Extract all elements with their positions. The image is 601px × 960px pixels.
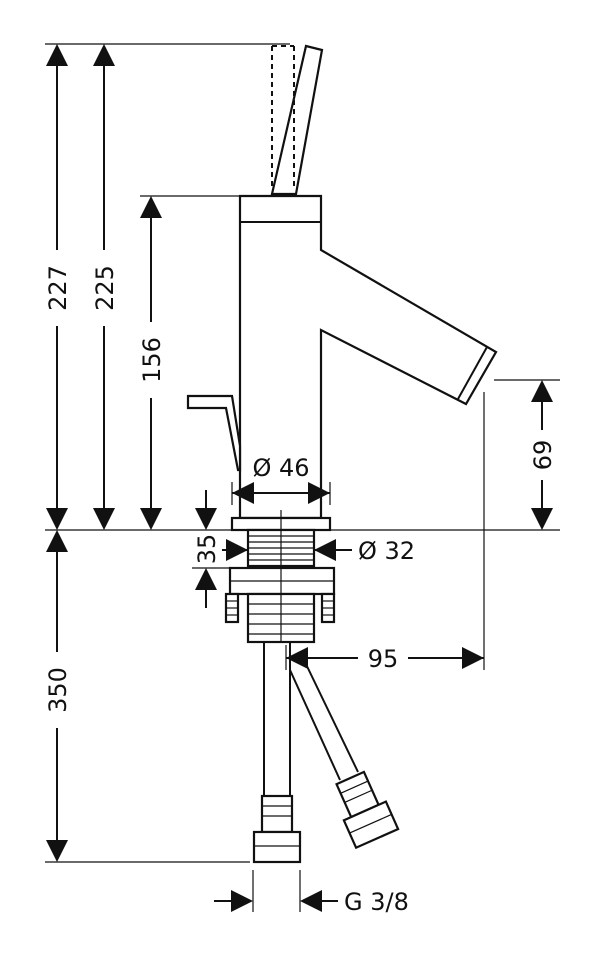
dimension-350-label: 350: [44, 667, 72, 713]
dimension-diameter-46: Ø 46: [232, 454, 330, 504]
mounting-assembly: [224, 510, 336, 644]
dimension-diameter-32: Ø 32: [222, 537, 415, 565]
dimension-350: 350: [42, 530, 72, 862]
dimension-69-label: 69: [529, 440, 557, 471]
dimension-95-label: 95: [368, 645, 399, 673]
dimension-thread-g38-label: G 3/8: [344, 888, 409, 916]
lever-handle: [270, 44, 324, 196]
dimension-35: 35: [193, 490, 221, 608]
dimension-95: 95: [286, 645, 484, 673]
dimension-69: 69: [527, 380, 557, 530]
dimension-thread-g38: G 3/8: [214, 888, 409, 916]
dimension-156-label: 156: [138, 337, 166, 383]
dimension-156: 156: [136, 196, 166, 530]
dimension-225-label: 225: [91, 265, 119, 311]
dimension-225: 225: [89, 44, 119, 530]
dimension-diameter-32-label: Ø 32: [358, 537, 415, 565]
popup-rod: [186, 394, 242, 472]
dimension-diameter-46-label: Ø 46: [252, 454, 309, 482]
dimension-35-label: 35: [193, 534, 221, 565]
dimension-227: 227: [42, 44, 72, 530]
supply-hoses: [252, 642, 400, 864]
dimension-227-label: 227: [44, 265, 72, 311]
